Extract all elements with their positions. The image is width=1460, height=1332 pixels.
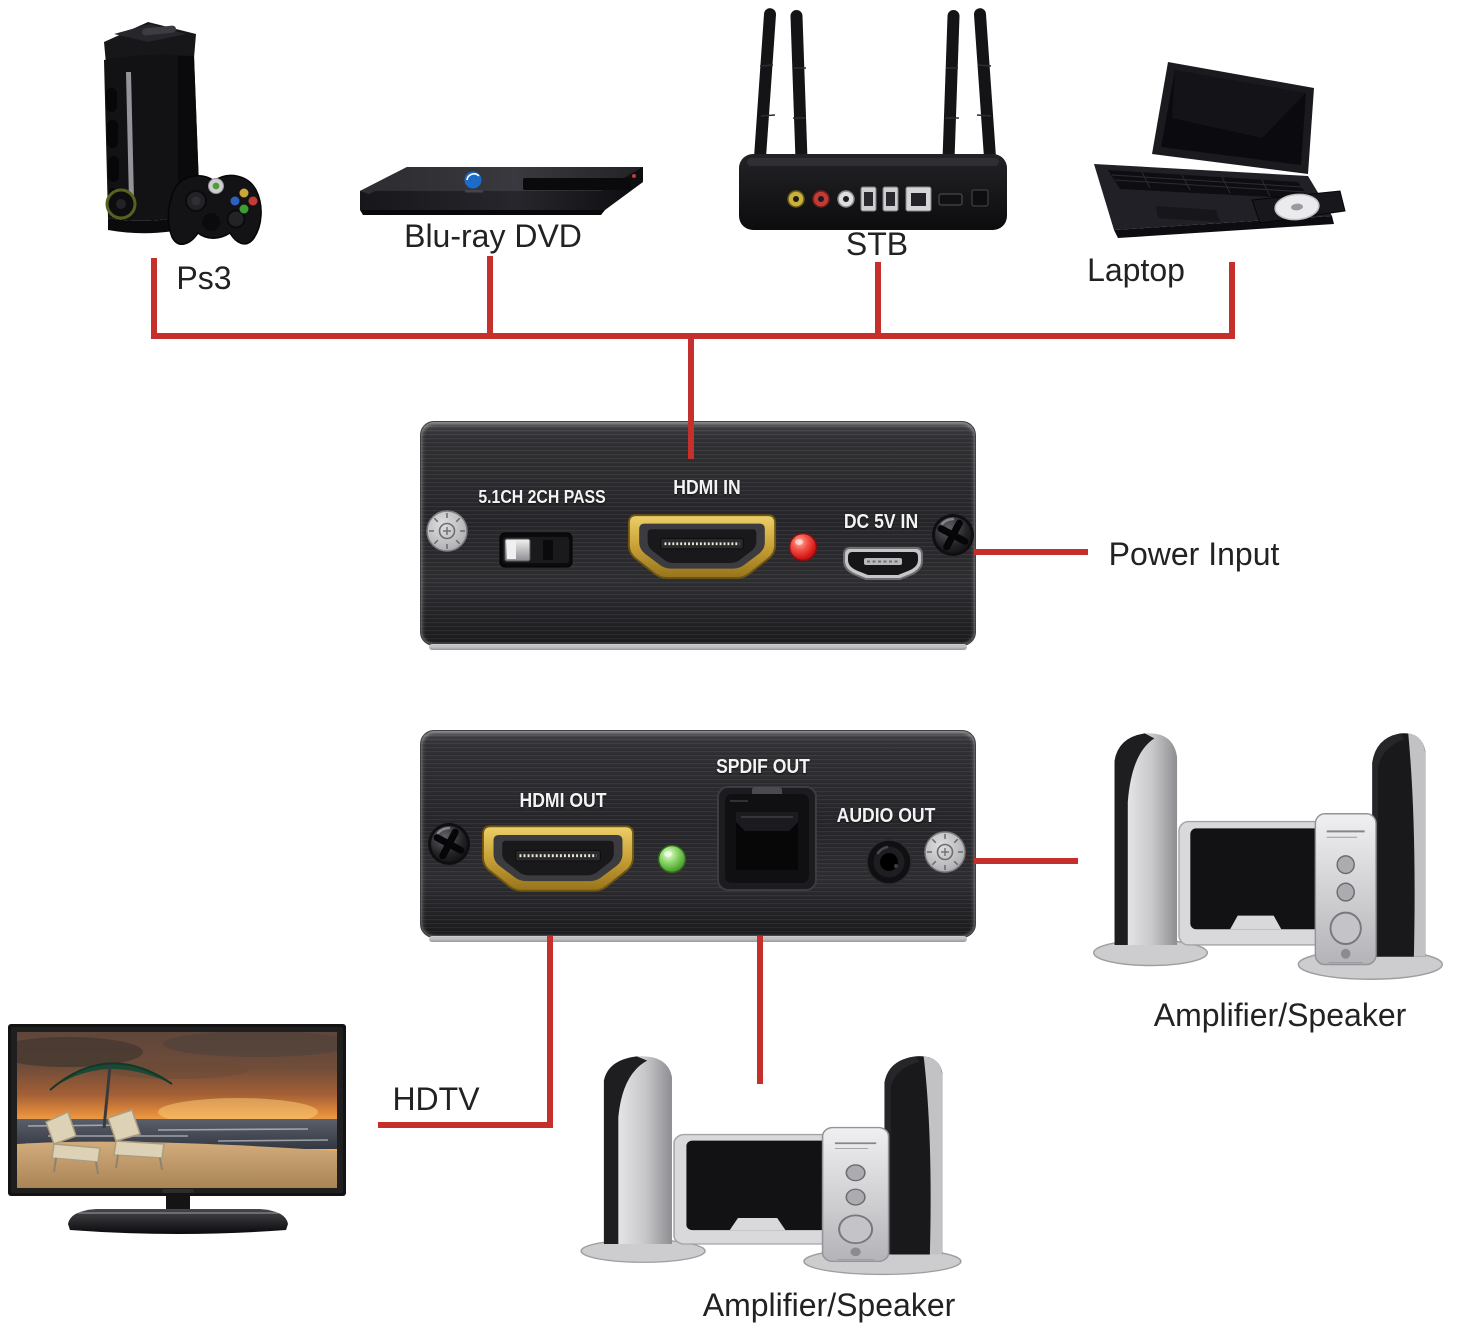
stb-image: [733, 6, 1013, 232]
power-input-label: Power Input: [1108, 536, 1280, 572]
audio-out-jack-icon[interactable]: [866, 839, 912, 885]
dc-5v-in-label: DC 5V IN: [843, 511, 919, 533]
laptop-image: [1082, 58, 1347, 258]
phillips-screw-icon: [427, 822, 471, 866]
cable-bluray-drop: [487, 256, 493, 338]
spdif-toslink-port-icon[interactable]: [716, 785, 818, 892]
phillips-screw-icon: [931, 513, 975, 557]
input-led-red: [788, 532, 818, 562]
cable-spdif-drop: [757, 936, 763, 1084]
cable-to-hdmi-in: [688, 339, 694, 459]
source-label-stb: STB: [845, 226, 909, 262]
amplifier-speaker-bottom-image: [575, 1032, 967, 1284]
code-screw-icon: [425, 509, 469, 553]
extractor-input-panel: 5.1CH 2CH PASS HDMI IN DC 5V IN: [420, 421, 976, 650]
amplifier-speaker-right-image: [1088, 706, 1448, 990]
bluray-player-image: [355, 158, 647, 234]
amplifier-speaker-right-label: Amplifier/Speaker: [1153, 997, 1407, 1033]
micro-usb-power-port-icon[interactable]: [842, 546, 924, 582]
extractor-output-panel: HDMI OUT SPDIF OUT AUDIO OUT: [420, 730, 976, 942]
source-label-laptop: Laptop: [1087, 252, 1185, 288]
cable-audio-out: [974, 858, 1078, 864]
game-console-image: [90, 14, 265, 258]
audio-mode-switch[interactable]: [499, 532, 573, 568]
hdmi-in-label: HDMI IN: [673, 477, 741, 499]
hdmi-in-port-icon[interactable]: [627, 513, 777, 581]
hdtv-image: [8, 1024, 348, 1252]
code-screw-icon: [923, 830, 967, 874]
hdmi-out-label: HDMI OUT: [519, 790, 607, 812]
switch-label: 5.1CH 2CH PASS: [478, 487, 606, 507]
hdtv-label: HDTV: [392, 1081, 480, 1117]
source-label-bluray: Blu-ray DVD: [404, 218, 582, 254]
cable-stb-drop: [875, 262, 881, 338]
cable-ps3-drop: [151, 258, 157, 338]
output-led-green: [657, 844, 687, 874]
source-label-ps3: Ps3: [176, 260, 232, 296]
audio-out-label: AUDIO OUT: [836, 805, 936, 827]
cable-bus: [151, 333, 1235, 339]
amplifier-speaker-bottom-label: Amplifier/Speaker: [702, 1287, 956, 1323]
cable-hdmi-out-drop: [547, 936, 553, 1128]
hdmi-out-port-icon[interactable]: [481, 824, 635, 894]
spdif-out-label: SPDIF OUT: [716, 756, 810, 778]
cable-to-hdtv: [378, 1122, 553, 1128]
cable-laptop-drop: [1229, 262, 1235, 338]
power-input-line: [974, 549, 1088, 555]
